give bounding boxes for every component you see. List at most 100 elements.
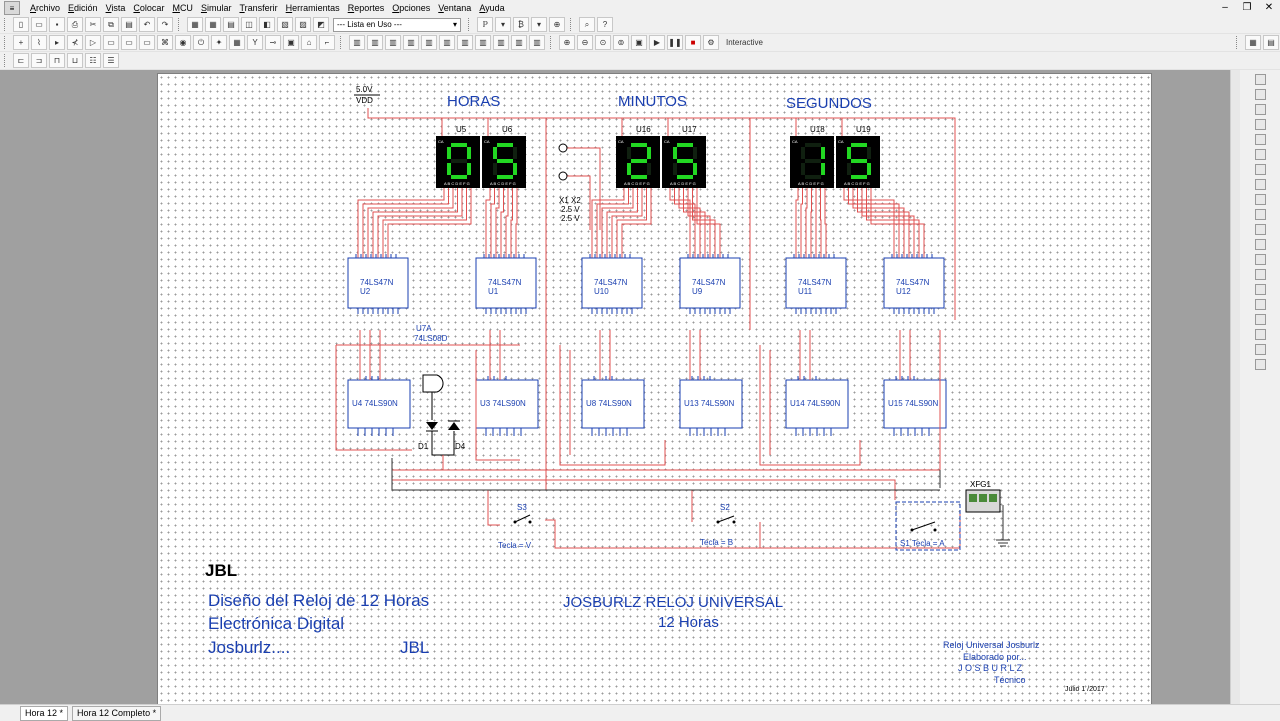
instrument-b-icon[interactable]: ▥ [367, 35, 383, 50]
network-analyzer-icon[interactable] [1254, 269, 1266, 280]
find-icon[interactable]: ⌕ [579, 17, 595, 32]
minimize-icon[interactable]: – [1222, 1, 1228, 13]
transistor-icon[interactable]: ⊀ [67, 35, 83, 50]
zoom-full-icon[interactable]: ▣ [631, 35, 647, 50]
save-icon[interactable]: ▪ [49, 17, 65, 32]
toolbar-grip[interactable] [468, 18, 472, 31]
help-icon[interactable]: ? [597, 17, 613, 32]
align-right-icon[interactable]: ⊐ [31, 53, 47, 68]
tab-hora-12-completo[interactable]: Hora 12 Completo * [72, 705, 162, 721]
toolbar-grip[interactable] [1236, 36, 1240, 49]
menu-opciones[interactable]: Opciones [392, 3, 431, 13]
menu-mcu[interactable]: MCU [172, 3, 193, 13]
menu-ayuda[interactable]: Ayuda [479, 3, 505, 13]
print-icon[interactable]: ⎙ [67, 17, 83, 32]
wattmeter-icon[interactable] [1254, 104, 1266, 115]
multimeter-icon[interactable] [1254, 74, 1266, 85]
interactive-icon[interactable]: ⚙ [703, 35, 719, 50]
current-probe-icon[interactable] [1254, 359, 1266, 370]
close-icon[interactable]: ✕ [1264, 1, 1274, 13]
analog-icon[interactable]: ▷ [85, 35, 101, 50]
distribute-icon[interactable]: ☷ [85, 53, 101, 68]
instrument-f-icon[interactable]: ▥ [439, 35, 455, 50]
oscilloscope-icon[interactable] [1254, 119, 1266, 130]
zoom-out-icon[interactable]: ⊖ [577, 35, 593, 50]
basic-icon[interactable]: ⌇ [31, 35, 47, 50]
indicator-icon[interactable]: ◉ [175, 35, 191, 50]
probe-options-icon[interactable]: ▾ [495, 17, 511, 32]
cmos-icon[interactable]: ▭ [121, 35, 137, 50]
instrument-i-icon[interactable]: ▥ [493, 35, 509, 50]
bus-icon[interactable]: ⌐ [319, 35, 335, 50]
undo-icon[interactable]: ↶ [139, 17, 155, 32]
zoom-in-icon[interactable]: ⊕ [559, 35, 575, 50]
instrument-icon[interactable]: ⊕ [549, 17, 565, 32]
agilent-generator-icon[interactable] [1254, 284, 1266, 295]
view-toggle-icon[interactable]: ▦ [187, 17, 203, 32]
component-icon[interactable]: ◧ [259, 17, 275, 32]
probe-icon[interactable]: ℙ [477, 17, 493, 32]
open-folder-icon[interactable]: ▭ [31, 17, 47, 32]
instrument-e-icon[interactable]: ▥ [421, 35, 437, 50]
menu-colocar[interactable]: Colocar [133, 3, 165, 13]
mcu-icon[interactable]: ▣ [283, 35, 299, 50]
arrange-icon[interactable]: ☰ [103, 53, 119, 68]
labview-icon[interactable] [1254, 344, 1266, 355]
hierarchical-icon[interactable]: ⌂ [301, 35, 317, 50]
zoom-area-icon[interactable]: ⊙ [595, 35, 611, 50]
instrument-c-icon[interactable]: ▥ [385, 35, 401, 50]
toolbar-grip[interactable] [178, 18, 182, 31]
bode-plotter-icon[interactable] [1254, 149, 1266, 160]
frequency-counter-icon[interactable] [1254, 164, 1266, 175]
power-icon[interactable]: ⏻ [193, 35, 209, 50]
probe-settings-icon[interactable]: ▾ [531, 17, 547, 32]
menu-herramientas[interactable]: Herramientas [285, 3, 340, 13]
agilent-multimeter-icon[interactable] [1254, 299, 1266, 310]
redo-icon[interactable]: ↷ [157, 17, 173, 32]
misc-icon[interactable]: ✦ [211, 35, 227, 50]
copy-icon[interactable]: ⧉ [103, 17, 119, 32]
stop-icon[interactable]: ■ [685, 35, 701, 50]
instrument-h-icon[interactable]: ▥ [475, 35, 491, 50]
logic-analyzer-icon[interactable] [1254, 209, 1266, 220]
pause-icon[interactable]: ❚❚ [667, 35, 683, 50]
instrument-k-icon[interactable]: ▥ [529, 35, 545, 50]
schematic-sheet[interactable] [157, 73, 1152, 706]
word-generator-icon[interactable] [1254, 179, 1266, 190]
diode-icon[interactable]: ▸ [49, 35, 65, 50]
toolbar-grip[interactable] [550, 36, 554, 49]
new-file-icon[interactable]: ▯ [13, 17, 29, 32]
database-icon[interactable]: ◫ [241, 17, 257, 32]
analysis-icon[interactable]: ▤ [1263, 35, 1279, 50]
menu-simular[interactable]: Simular [200, 3, 232, 13]
agilent-scope-icon[interactable] [1254, 314, 1266, 325]
toolbar-grip[interactable] [4, 54, 8, 67]
probe-type-icon[interactable]: ₿ [513, 17, 529, 32]
electromech-icon[interactable]: ⊸ [265, 35, 281, 50]
restore-icon[interactable]: ❐ [1242, 1, 1252, 13]
align-left-icon[interactable]: ⊏ [13, 53, 29, 68]
logic-converter-icon[interactable] [1254, 194, 1266, 205]
menu-reportes[interactable]: Reportes [347, 3, 385, 13]
vertical-scrollbar[interactable] [1230, 70, 1241, 704]
function-gen-icon[interactable] [1254, 89, 1266, 100]
menu-edicion[interactable]: Edición [68, 3, 98, 13]
graph-icon[interactable]: ▦ [1245, 35, 1261, 50]
instrument-a-icon[interactable]: ▥ [349, 35, 365, 50]
paste-icon[interactable]: ▤ [121, 17, 137, 32]
spreadsheet-icon[interactable]: ▤ [223, 17, 239, 32]
rf-icon[interactable]: Y [247, 35, 263, 50]
distortion-analyzer-icon[interactable] [1254, 239, 1266, 250]
run-icon[interactable]: ▶ [649, 35, 665, 50]
postprocessor-icon[interactable]: ▧ [277, 17, 293, 32]
iv-analyzer-icon[interactable] [1254, 224, 1266, 235]
tektronix-scope-icon[interactable] [1254, 329, 1266, 340]
instrument-g-icon[interactable]: ▥ [457, 35, 473, 50]
toolbar-grip[interactable] [4, 36, 8, 49]
align-bottom-icon[interactable]: ⊔ [67, 53, 83, 68]
app-icon[interactable]: ≡ [4, 1, 20, 15]
zoom-fit-icon[interactable]: ⊚ [613, 35, 629, 50]
instrument-d-icon[interactable]: ▥ [403, 35, 419, 50]
erc-icon[interactable]: ▨ [295, 17, 311, 32]
source-icon[interactable]: + [13, 35, 29, 50]
